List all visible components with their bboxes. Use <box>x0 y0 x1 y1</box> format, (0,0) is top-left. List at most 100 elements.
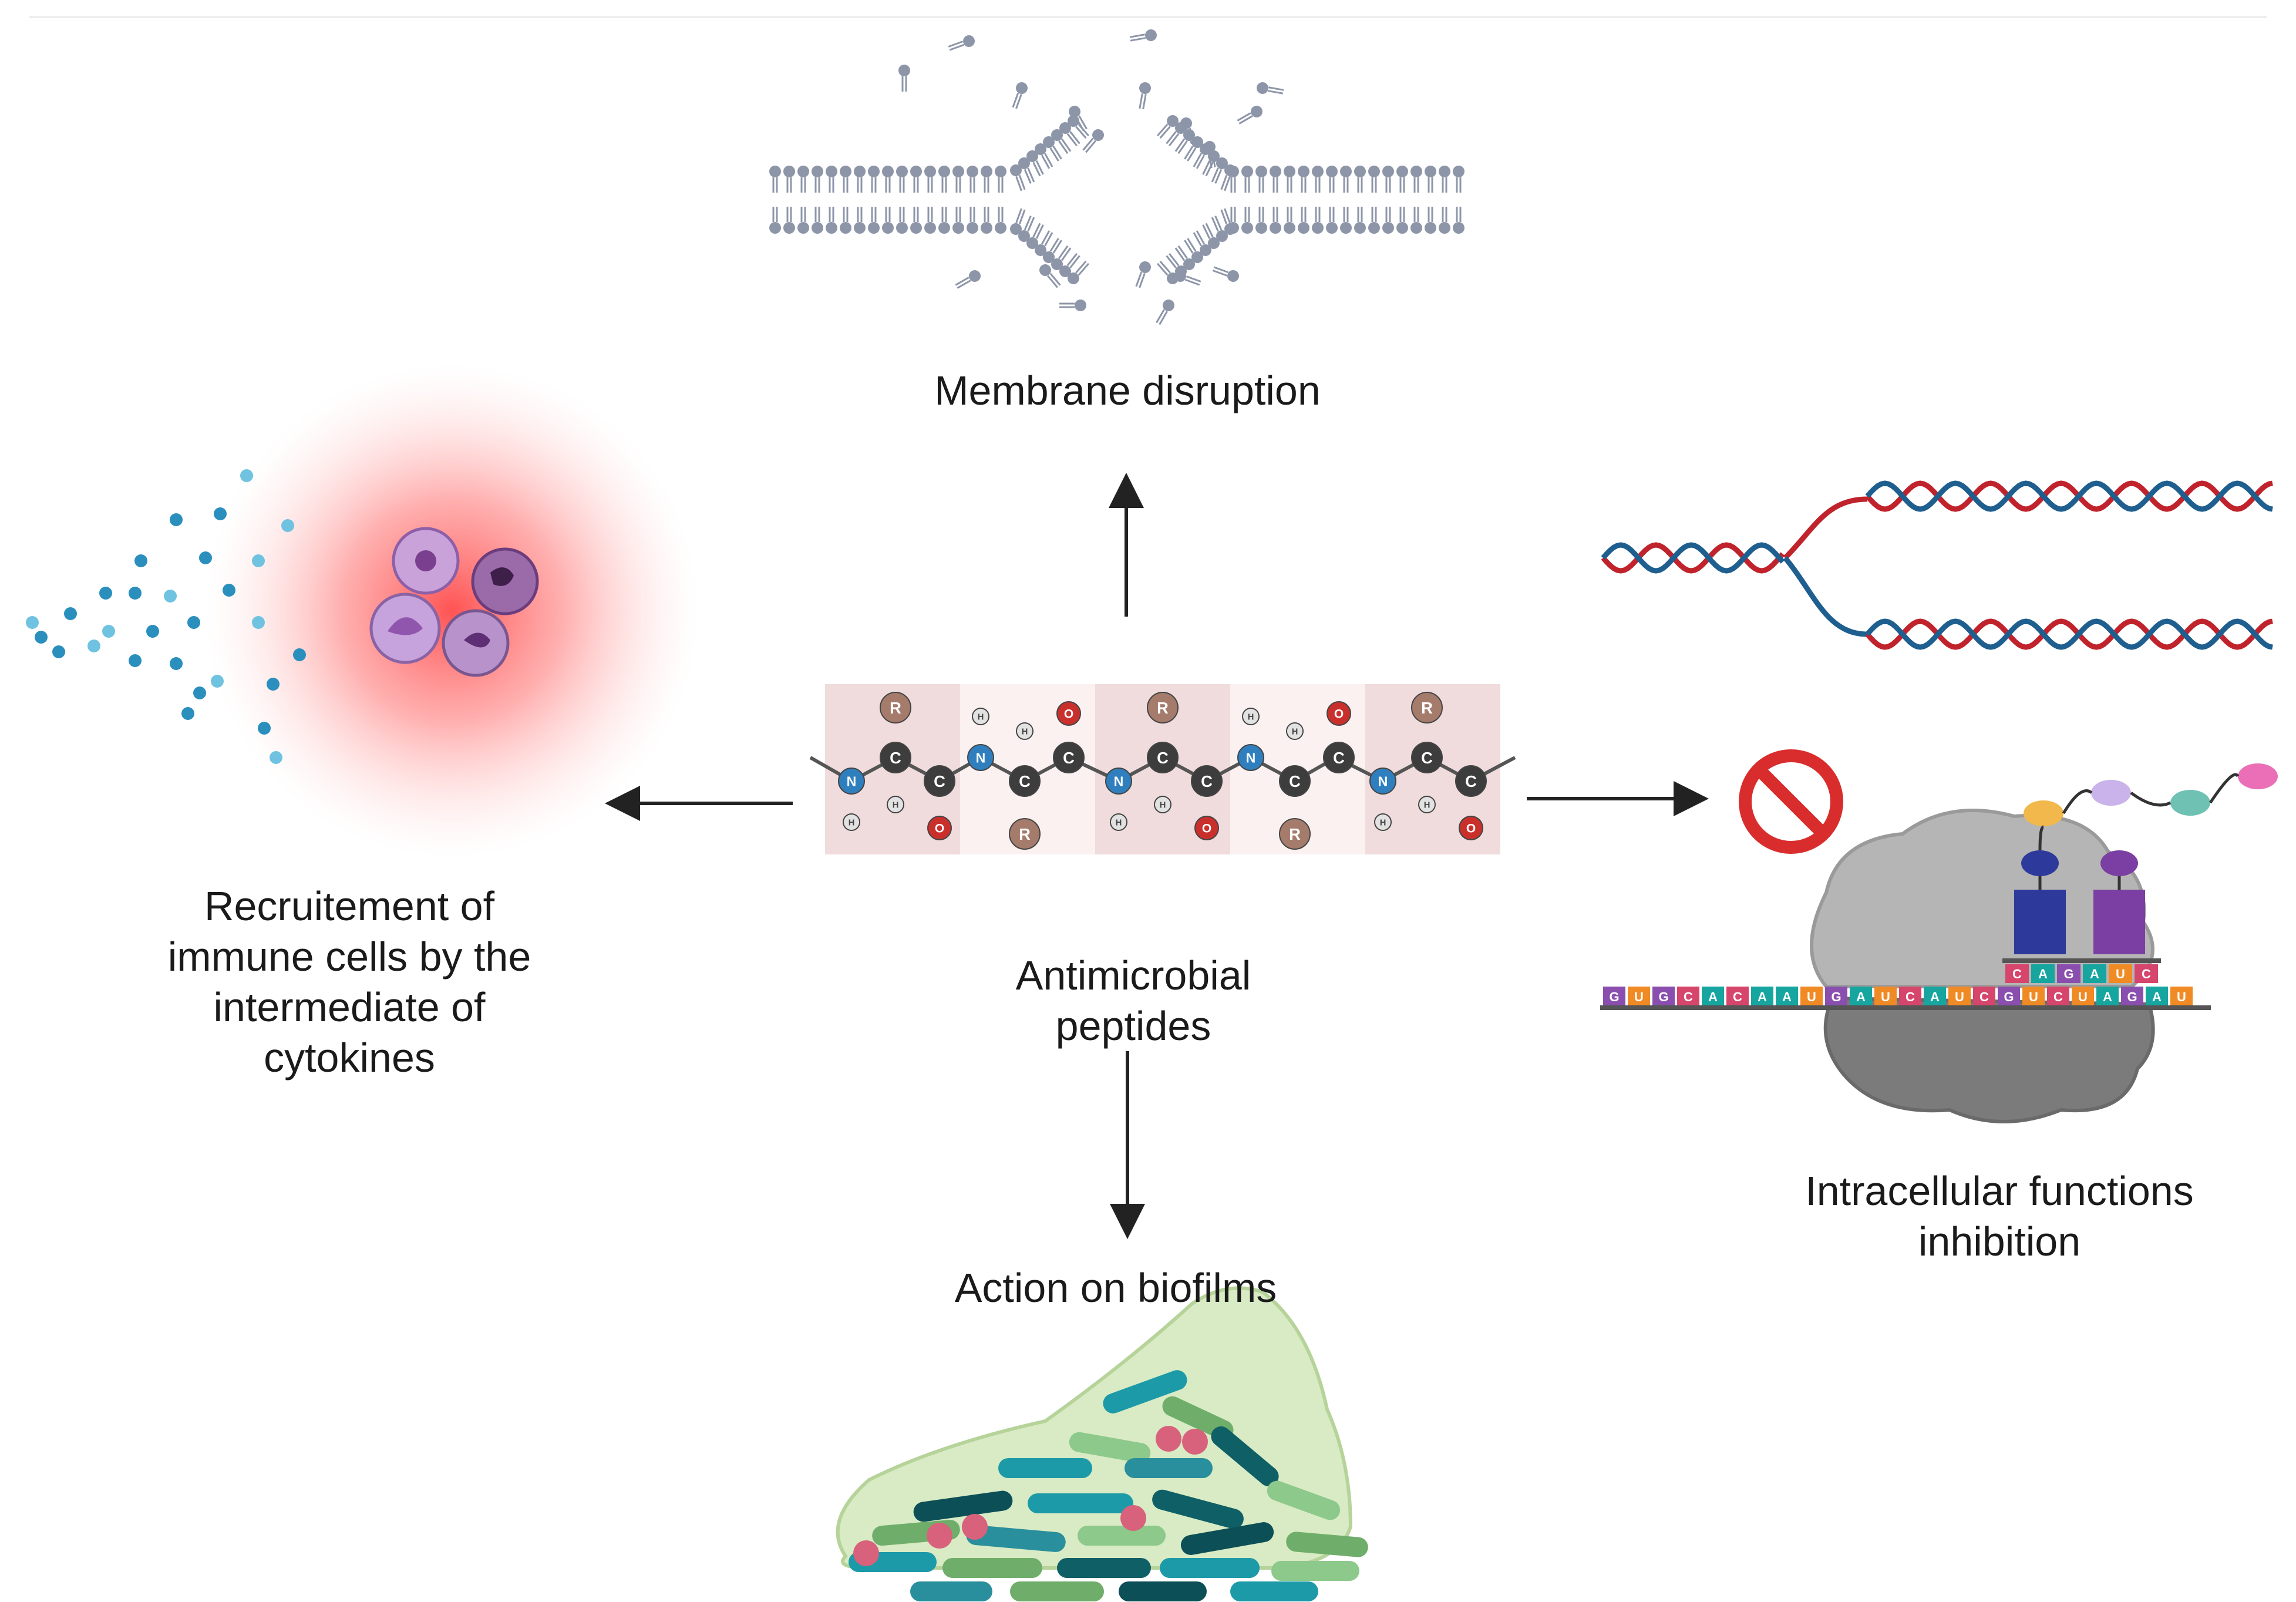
mrna-base: C <box>1677 987 1699 1005</box>
svg-text:C: C <box>2142 967 2151 981</box>
trna-anticodon-base: U <box>2109 964 2132 983</box>
svg-text:R: R <box>1289 825 1301 843</box>
svg-text:G: G <box>2004 990 2014 1004</box>
bacterium-coccus <box>1120 1505 1146 1531</box>
svg-text:C: C <box>1019 772 1031 790</box>
bacterium-coccus <box>1156 1426 1181 1452</box>
ribosome-icon <box>1810 763 2278 1123</box>
mrna-base: U <box>1874 987 1897 1005</box>
immune-label: Recruitement of immune cells by the inte… <box>167 883 531 1081</box>
mrna-base: A <box>1751 987 1773 1005</box>
bacterium-rod <box>1057 1558 1151 1578</box>
biofilm-icon <box>836 1286 1368 1601</box>
mrna-base: U <box>2022 987 2045 1005</box>
svg-text:C: C <box>1289 772 1301 790</box>
svg-text:G: G <box>1831 990 1841 1004</box>
bacterium-rod <box>1230 1581 1318 1601</box>
bacterium-rod <box>966 1525 1066 1552</box>
svg-text:U: U <box>1881 990 1890 1004</box>
mrna-base: U <box>1948 987 1971 1005</box>
svg-text:A: A <box>2152 990 2162 1004</box>
svg-text:O: O <box>1334 708 1344 721</box>
svg-text:H: H <box>893 800 899 810</box>
bacterium-rod <box>1028 1493 1133 1513</box>
dna-replication-icon <box>1601 480 2273 650</box>
mrna-base: A <box>1850 987 1872 1005</box>
immune-cells-icon <box>206 364 699 857</box>
svg-text:A: A <box>2090 967 2099 981</box>
svg-text:C: C <box>1979 990 1989 1004</box>
bacterium-rod <box>1267 1480 1341 1520</box>
svg-text:N: N <box>976 750 986 765</box>
svg-text:A: A <box>1708 990 1718 1004</box>
bacterium-rod <box>1119 1581 1207 1601</box>
svg-text:U: U <box>1807 990 1816 1004</box>
svg-text:C: C <box>890 749 901 767</box>
mrna-base: A <box>2146 987 2168 1005</box>
bacterium-coccus <box>1182 1429 1208 1455</box>
trna-anticodon-base: A <box>2031 964 2055 983</box>
bacterium-rod <box>1078 1526 1166 1546</box>
svg-text:O: O <box>935 822 944 836</box>
svg-text:N: N <box>1246 750 1256 765</box>
svg-text:H: H <box>1380 818 1386 827</box>
svg-text:C: C <box>1333 749 1345 767</box>
svg-text:C: C <box>2012 967 2022 981</box>
svg-text:C: C <box>1421 749 1433 767</box>
bacterium-coccus <box>927 1523 952 1549</box>
svg-text:U: U <box>2078 990 2088 1004</box>
svg-text:C: C <box>1201 772 1213 790</box>
svg-text:R: R <box>1019 825 1031 843</box>
bacterium-rod <box>1211 1426 1279 1487</box>
svg-text:N: N <box>1114 773 1124 789</box>
mrna-base: C <box>1973 987 1995 1005</box>
svg-text:O: O <box>1202 822 1211 836</box>
mrna-base: A <box>1924 987 1946 1005</box>
svg-text:H: H <box>978 712 984 722</box>
svg-text:A: A <box>1856 990 1866 1004</box>
svg-text:A: A <box>1782 990 1792 1004</box>
bacterium-rod <box>1010 1581 1104 1601</box>
svg-text:H: H <box>1248 712 1254 722</box>
bacterium-rod <box>1152 1489 1244 1529</box>
bacterium-rod <box>1180 1522 1274 1555</box>
bacterium-rod <box>1286 1532 1368 1557</box>
trna-anticodon-base: A <box>2083 964 2106 983</box>
bacterium-coccus <box>962 1514 988 1540</box>
mrna-base: G <box>1998 987 2020 1005</box>
top-divider <box>29 16 2267 18</box>
svg-text:C: C <box>1063 749 1075 767</box>
svg-text:A: A <box>2103 990 2112 1004</box>
svg-text:H: H <box>1116 818 1122 827</box>
biofilm-label: Action on biofilms <box>954 1265 1277 1311</box>
svg-text:N: N <box>847 773 857 789</box>
svg-text:H: H <box>1292 727 1298 736</box>
intracellular-label: Intracellular functions inhibition <box>1805 1168 2194 1264</box>
svg-text:C: C <box>1465 772 1477 790</box>
svg-text:H: H <box>849 818 855 827</box>
mrna-base: U <box>1800 987 1823 1005</box>
bacterium-coccus <box>853 1540 879 1566</box>
membrane-label: Membrane disruption <box>934 368 1321 413</box>
svg-text:G: G <box>1658 990 1668 1004</box>
mrna-base: G <box>1825 987 1847 1005</box>
svg-text:U: U <box>2116 967 2125 981</box>
trna-anticodon-base: G <box>2057 964 2080 983</box>
bacterium-rod <box>913 1490 1013 1522</box>
svg-text:A: A <box>2038 967 2048 981</box>
svg-text:C: C <box>1684 990 1693 1004</box>
svg-text:H: H <box>1160 800 1166 810</box>
mrna-base: G <box>1603 987 1625 1005</box>
membrane-icon <box>769 29 1465 325</box>
amp-label: Antimicrobial peptides <box>1015 953 1251 1049</box>
svg-text:C: C <box>1733 990 1742 1004</box>
bacterium-rod <box>1103 1370 1187 1413</box>
mrna-base: A <box>1702 987 1724 1005</box>
svg-text:G: G <box>1609 990 1619 1004</box>
bacterium-rod <box>1069 1432 1151 1463</box>
mrna-base: A <box>2096 987 2119 1005</box>
bacterium-rod <box>1271 1561 1359 1581</box>
